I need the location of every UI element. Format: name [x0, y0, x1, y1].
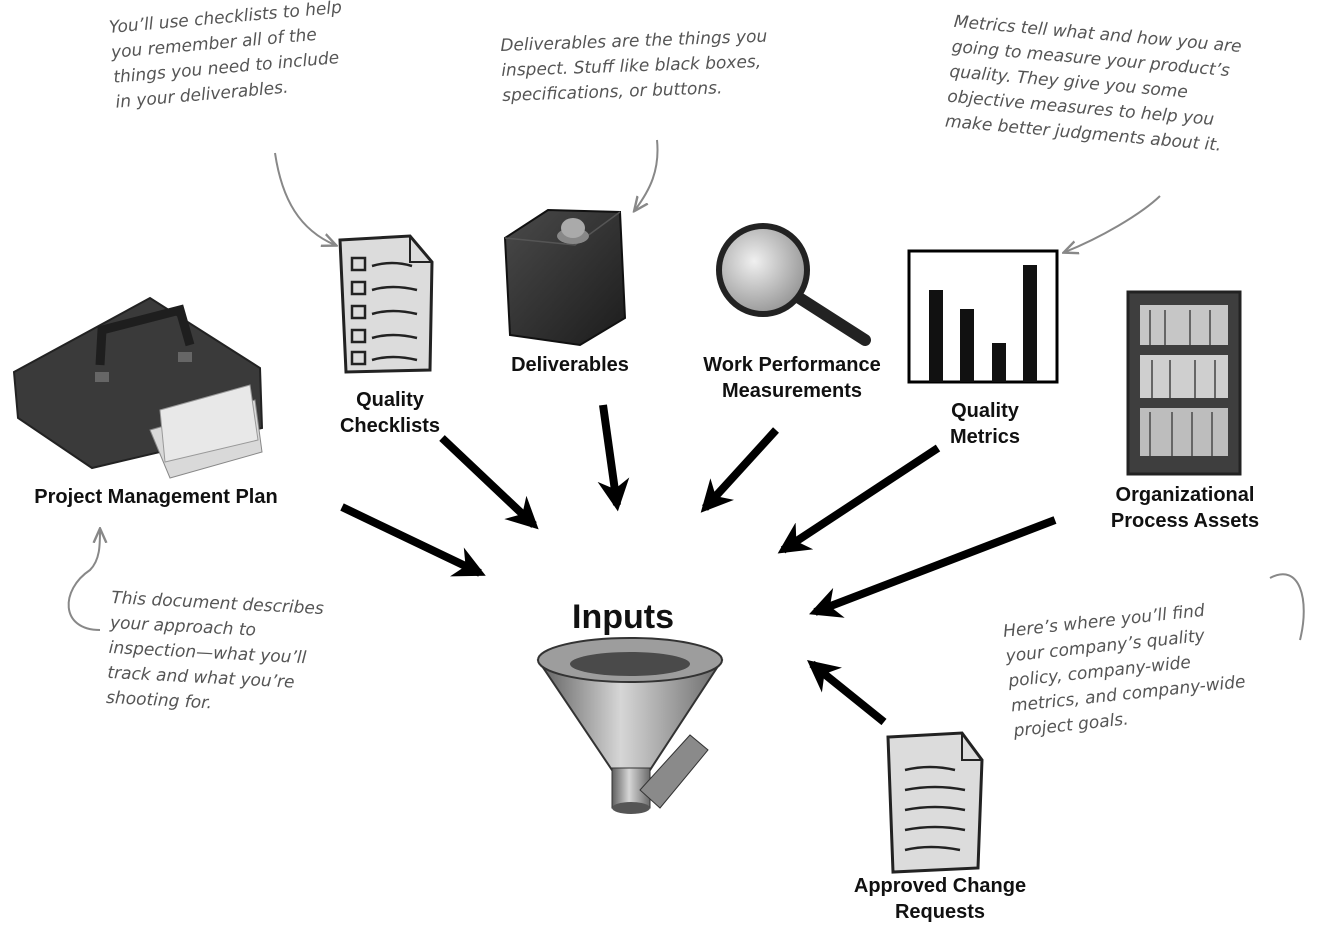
label-line: Process Assets: [1110, 510, 1260, 532]
label-work-performance-measurements: Work Performance Measurements: [682, 352, 902, 404]
funnel-icon: [536, 637, 724, 814]
note-arrow-metrics: [1065, 195, 1161, 252]
note-assets: Here’s where you’ll find your company’s …: [1002, 595, 1249, 744]
note-bracket-assets: [1269, 573, 1305, 641]
inputs-title: Inputs: [572, 598, 674, 636]
briefcase-icon: [12, 296, 264, 479]
arrow-deliverables: [597, 404, 630, 512]
note-arrow-plan: [67, 530, 100, 631]
note-plan: This document describes your approach to…: [105, 586, 325, 722]
label-line: Quality: [951, 400, 1019, 422]
label-line: Metrics: [949, 426, 1021, 448]
label-line: Requests: [894, 901, 986, 923]
arrow-quality-checklists: [439, 435, 539, 530]
bookcase-icon: [1126, 290, 1242, 476]
label-line: Organizational: [1115, 484, 1255, 506]
note-checklists: You’ll use checklists to help you rememb…: [108, 0, 349, 116]
label-line: Checklists: [339, 415, 441, 437]
label-quality-checklists: Quality Checklists: [320, 387, 460, 439]
input-arrows: [340, 404, 1057, 726]
note-arrow-deliverables: [635, 139, 659, 210]
arrow-org-assets: [809, 516, 1057, 618]
label-line: Work Performance: [703, 354, 881, 376]
label-organizational-process-assets: Organizational Process Assets: [1085, 482, 1285, 534]
label-approved-change-requests: Approved Change Requests: [830, 873, 1050, 925]
note-arrow-checklists: [274, 152, 335, 245]
note-metrics: Metrics tell what and how you are going …: [944, 10, 1242, 160]
label-line: Measurements: [721, 380, 863, 402]
bar-chart-icon: [907, 249, 1059, 384]
change-request-document-icon: [886, 731, 984, 874]
label-project-management-plan: Project Management Plan: [34, 486, 278, 508]
label-quality-metrics: Quality Metrics: [915, 398, 1055, 450]
label-deliverables: Deliverables: [511, 354, 629, 376]
arrow-work-performance: [700, 427, 779, 513]
label-line: Approved Change: [853, 875, 1027, 897]
arrow-project-plan: [340, 503, 486, 577]
annotation-arrows: [67, 139, 1305, 641]
arrow-quality-metrics: [777, 444, 941, 554]
checklist-icon: [338, 234, 434, 374]
cube-icon: [503, 208, 627, 347]
magnifying-glass-icon: [716, 223, 871, 346]
note-deliverables: Deliverables are the things you inspect.…: [500, 25, 769, 109]
label-line: Quality: [356, 389, 424, 411]
arrow-change-requests: [807, 659, 887, 726]
